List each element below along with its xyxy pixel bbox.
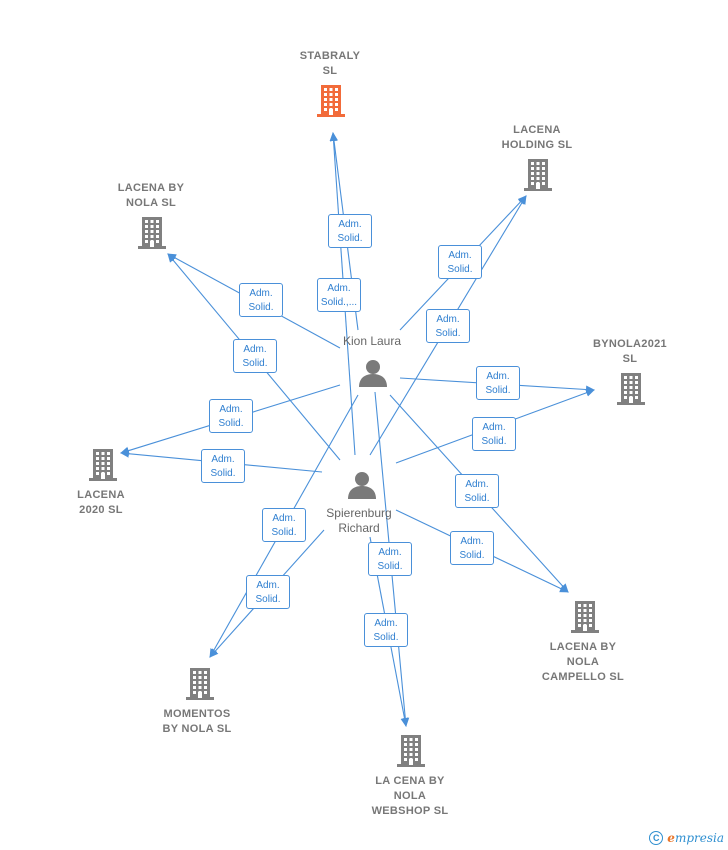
edge-label-line: Adm. xyxy=(243,344,267,355)
person-label-line: Spierenburg xyxy=(326,506,392,520)
edge-label-line: Adm. xyxy=(338,219,362,230)
brand-logo[interactable]: empresia xyxy=(667,831,724,845)
edge-label-line: Solid. xyxy=(464,493,490,504)
edge-label-line: Adm. xyxy=(211,454,235,465)
edge-label-laura-webshop[interactable]: Adm. Solid. xyxy=(368,542,412,576)
company-label-line: SL xyxy=(622,353,638,365)
edge-label-line: Solid. xyxy=(447,264,473,275)
company-label-campello[interactable]: LACENA BY NOLA CAMPELLO SL xyxy=(542,640,624,685)
edge-label-line: Solid. xyxy=(271,527,297,538)
company-label-line: SL xyxy=(322,65,338,77)
edge-label-richard-lacena_holding[interactable]: Adm. Solid. xyxy=(426,309,470,343)
building-icon[interactable] xyxy=(524,159,552,191)
company-label-line: LACENA xyxy=(77,489,125,501)
edge-label-richard-lacena2020[interactable]: Adm. Solid. xyxy=(201,449,245,483)
edge-label-line: Solid. xyxy=(248,302,274,313)
person-label-line: Richard xyxy=(338,521,380,535)
person-icon[interactable] xyxy=(348,472,376,499)
edge-label-line: Solid. xyxy=(337,233,363,244)
building-icon[interactable] xyxy=(571,601,599,633)
edge-label-line: Solid. xyxy=(218,418,244,429)
edge-label-line: Solid. xyxy=(255,594,281,605)
company-label-line: NOLA xyxy=(566,656,600,668)
building-icon[interactable] xyxy=(617,373,645,405)
edge-label-line: Adm. xyxy=(249,288,273,299)
company-label-webshop[interactable]: LA CENA BY NOLA WEBSHOP SL xyxy=(372,774,449,819)
person-label-line: Kion Laura xyxy=(342,334,402,348)
edge-label-line: Adm. xyxy=(460,536,484,547)
company-label-line: MOMENTOS xyxy=(163,708,231,720)
building-icon[interactable] xyxy=(89,449,117,481)
company-label-line: CAMPELLO SL xyxy=(541,671,625,683)
copyright-icon: C xyxy=(649,831,664,845)
company-label-line: LACENA BY xyxy=(549,641,617,653)
edge-label-line: Adm. xyxy=(219,404,243,415)
edge-label-laura-momentos[interactable]: Adm. Solid. xyxy=(262,508,306,542)
company-label-line: LA CENA BY xyxy=(375,775,445,787)
company-label-lacena_holding[interactable]: LACENA HOLDING SL xyxy=(502,123,573,153)
company-label-line: NOLA SL xyxy=(126,197,176,209)
company-label-lacena2020[interactable]: LACENA 2020 SL xyxy=(77,488,125,518)
company-label-line: BY NOLA SL xyxy=(162,723,232,735)
company-label-lacena_by_nola[interactable]: LACENA BY NOLA SL xyxy=(118,181,184,211)
footer-credit: C empresia xyxy=(649,830,724,846)
edge-label-laura-lacena_holding[interactable]: Adm. Solid. xyxy=(438,245,482,279)
company-label-line: LACENA BY xyxy=(117,182,185,194)
edge-label-line: Adm. xyxy=(272,513,296,524)
nodes-layer xyxy=(89,85,645,767)
company-label-line: STABRALY xyxy=(299,50,361,62)
person-label-laura[interactable]: Kion Laura xyxy=(343,334,401,349)
edge-label-line: Solid. xyxy=(373,632,399,643)
edge-label-line: Adm. xyxy=(448,250,472,261)
company-label-stabraly[interactable]: STABRALY SL xyxy=(300,49,360,79)
edge-label-line: Solid. xyxy=(242,358,268,369)
edge-label-line: Solid. xyxy=(485,385,511,396)
edge-label-line: Adm. xyxy=(436,314,460,325)
building-icon[interactable] xyxy=(397,735,425,767)
edge-label-line: Adm. xyxy=(465,479,489,490)
edge-label-richard-stabraly[interactable]: Adm. Solid.,... xyxy=(317,278,361,312)
company-label-line: HOLDING SL xyxy=(501,139,573,151)
edge-label-line: Adm. xyxy=(374,618,398,629)
edge-label-laura-stabraly[interactable]: Adm. Solid. xyxy=(328,214,372,248)
edge-label-richard-bynola2021[interactable]: Adm. Solid. xyxy=(472,417,516,451)
company-label-line: BYNOLA2021 xyxy=(593,338,667,350)
company-label-momentos[interactable]: MOMENTOS BY NOLA SL xyxy=(162,707,231,737)
edge-label-laura-lacena2020[interactable]: Adm. Solid. xyxy=(209,399,253,433)
company-label-line: 2020 SL xyxy=(79,504,123,516)
edge-label-line: Solid. xyxy=(459,550,485,561)
edge-label-laura-lacena_by_nola[interactable]: Adm. Solid. xyxy=(239,283,283,317)
edge-label-line: Solid. xyxy=(377,561,403,572)
edge-label-richard-lacena_by_nola[interactable]: Adm. Solid. xyxy=(233,339,277,373)
building-icon[interactable] xyxy=(317,85,345,117)
edge-label-laura-campello[interactable]: Adm. Solid. xyxy=(455,474,499,508)
edge-label-line: Adm. xyxy=(327,283,351,294)
edge-label-richard-momentos[interactable]: Adm. Solid. xyxy=(246,575,290,609)
edge-label-richard-webshop[interactable]: Adm. Solid. xyxy=(364,613,408,647)
edge-label-line: Adm. xyxy=(486,371,510,382)
edge-label-line: Adm. xyxy=(482,422,506,433)
building-icon[interactable] xyxy=(138,217,166,249)
edge-label-line: Solid. xyxy=(481,436,507,447)
person-icon[interactable] xyxy=(359,360,387,387)
building-icon[interactable] xyxy=(186,668,214,700)
company-label-line: NOLA xyxy=(393,790,427,802)
company-label-line: WEBSHOP SL xyxy=(371,805,449,817)
edge-label-line: Solid. xyxy=(435,328,461,339)
company-label-line: LACENA xyxy=(513,124,561,136)
edge-label-line: Solid.,... xyxy=(320,297,358,308)
edge-label-line: Adm. xyxy=(256,580,280,591)
edge-label-richard-campello[interactable]: Adm. Solid. xyxy=(450,531,494,565)
edge-label-laura-bynola2021[interactable]: Adm. Solid. xyxy=(476,366,520,400)
edge-label-line: Adm. xyxy=(378,547,402,558)
edge-label-line: Solid. xyxy=(210,468,236,479)
